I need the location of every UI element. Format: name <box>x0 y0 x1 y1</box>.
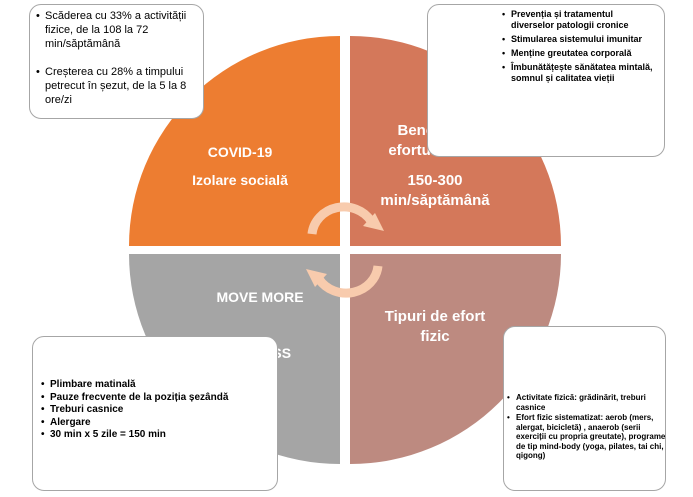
list-item: Plimbare matinală <box>41 379 271 392</box>
list-item: Prevenția și tratamentul diverselor pato… <box>502 9 658 31</box>
quadrant-bottom-right <box>350 254 561 464</box>
covid-label: COVID-19 <box>207 144 273 160</box>
list-item: Îmbunătățește sănătatea mintală, somnul … <box>502 62 658 84</box>
list-item: Scăderea cu 33% a activității fizice, de… <box>36 9 199 51</box>
social-isolation-label: Izolare socială <box>192 172 288 188</box>
list-item: Alergare <box>41 417 271 430</box>
list-item: Activitate fizică: grădinărit, treburi c… <box>507 393 667 412</box>
exercise-types-box: Activitate fizică: grădinărit, treburi c… <box>503 326 666 491</box>
exercise-types-line1: Tipuri de efort <box>384 308 486 325</box>
exercise-types-line2: fizic <box>420 328 450 345</box>
covid-impact-box: Scăderea cu 33% a activității fizice, de… <box>29 4 204 119</box>
list-item: Creșterea cu 28% a timpului petrecut în … <box>36 65 199 107</box>
list-item: Menține greutatea corporală <box>502 48 658 59</box>
list-item: 30 min x 5 zile = 150 min <box>41 429 271 442</box>
cycle-arrows-icon <box>306 202 384 298</box>
move-more-activities-box: Plimbare matinală Pauze frecvente de la … <box>32 336 278 491</box>
list-item: Treburi casnice <box>41 404 271 417</box>
benefits-minutes-value: 150-300 <box>407 172 463 189</box>
list-item: Pauze frecvente de la poziția șezândă <box>41 392 271 405</box>
benefits-minutes-unit: min/săptămână <box>380 192 490 209</box>
list-item: Stimularea sistemului imunitar <box>502 34 658 45</box>
list-item: Efort fizic sistematizat: aerob (mers, a… <box>507 413 667 461</box>
quadrant-top-left <box>129 36 340 246</box>
move-more-label: MOVE MORE <box>216 289 304 305</box>
benefits-box: Prevenția și tratamentul diverselor pato… <box>427 4 665 157</box>
